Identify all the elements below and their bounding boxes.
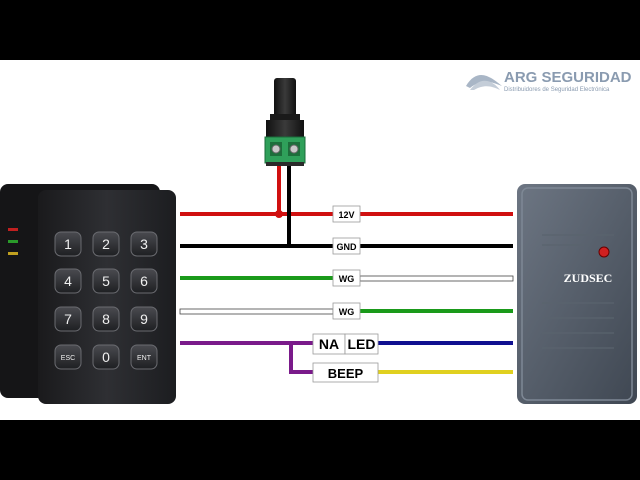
card-reader: ZUDSEC xyxy=(517,184,637,404)
brand-logo: ARG SEGURIDAD Distribuidores de Segurida… xyxy=(466,69,632,93)
keypad-key-label: 1 xyxy=(64,236,72,252)
label-beep: BEEP xyxy=(328,366,364,381)
keypad-key-label: 9 xyxy=(140,311,148,327)
keypad-key[interactable]: 8 xyxy=(92,306,120,332)
status-led-red xyxy=(8,228,18,231)
brand-tagline: Distribuidores de Seguridad Electrónica xyxy=(504,87,610,93)
label-led: LED xyxy=(348,336,376,352)
jack-collar xyxy=(266,120,304,138)
keypad-key-label: 7 xyxy=(64,311,72,327)
brand-name: ARG SEGURIDAD xyxy=(504,69,632,86)
wiring-diagram: ARG SEGURIDAD Distribuidores de Segurida… xyxy=(0,60,640,420)
keypad-key[interactable]: 3 xyxy=(130,231,158,257)
power-jack xyxy=(264,78,306,166)
label-wg-2: WG xyxy=(339,307,355,317)
label-12v: 12V xyxy=(338,210,354,220)
keypad-key[interactable]: 2 xyxy=(92,231,120,257)
keypad-key[interactable]: 9 xyxy=(130,306,158,332)
label-gnd: GND xyxy=(337,242,358,252)
wire-labels: 12V GND WG WG NA LED BEEP xyxy=(312,205,379,383)
keypad-key[interactable]: 5 xyxy=(92,268,120,294)
keypad-key[interactable]: 1 xyxy=(54,231,82,257)
keypad-key-label: 0 xyxy=(102,349,110,365)
wire-wg1-right xyxy=(359,275,514,282)
keypad-key-label: 4 xyxy=(64,273,72,289)
keypad-key-label: 5 xyxy=(102,273,110,289)
junction-dot xyxy=(275,210,283,218)
keypad-key-label: 2 xyxy=(102,236,110,252)
keypad-key[interactable]: ESC xyxy=(54,344,82,370)
reader-grooves xyxy=(542,234,614,349)
wire-wg2-left xyxy=(179,308,334,315)
keypad-body xyxy=(38,190,176,404)
status-led-green xyxy=(8,240,18,243)
wiring-svg: ARG SEGURIDAD Distribuidores de Segurida… xyxy=(0,69,637,404)
keypad-key-label: 3 xyxy=(140,236,148,252)
wires xyxy=(179,166,514,374)
keypad-key[interactable]: 0 xyxy=(92,344,120,370)
keypad-key[interactable]: 6 xyxy=(130,268,158,294)
keypad-key-label: ENT xyxy=(137,355,152,362)
keypad-key[interactable]: ENT xyxy=(130,344,158,370)
reader-brand: ZUDSEC xyxy=(564,271,613,285)
reader-led xyxy=(598,246,610,258)
keypad-key-label: ESC xyxy=(61,355,75,362)
keypad-key[interactable]: 4 xyxy=(54,268,82,294)
label-wg-1: WG xyxy=(339,274,355,284)
wire-beep-left xyxy=(289,343,313,374)
label-na: NA xyxy=(319,336,339,352)
jack-barrel xyxy=(274,78,296,120)
status-led-yellow xyxy=(8,252,18,255)
keypad-key[interactable]: 7 xyxy=(54,306,82,332)
keypad-key-label: 8 xyxy=(102,311,110,327)
reader-body xyxy=(517,184,637,404)
keypad-key-label: 6 xyxy=(140,273,148,289)
